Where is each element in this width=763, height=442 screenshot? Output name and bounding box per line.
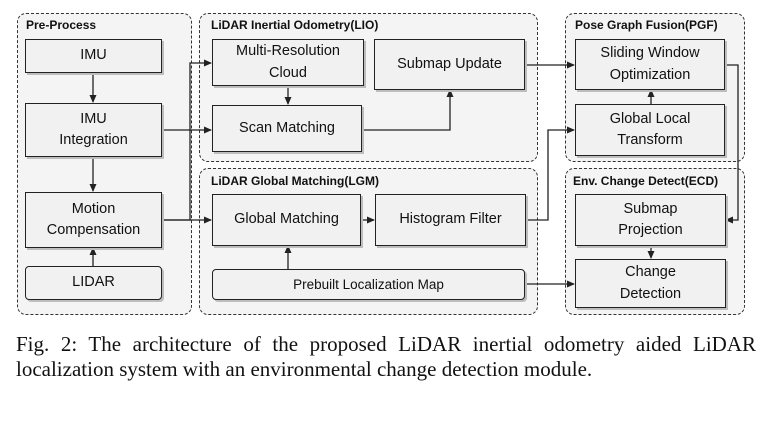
arrow-motion-to-multires: [162, 59, 212, 221]
imu-integration-node: IMU Integration: [25, 103, 162, 157]
figure-caption: Fig. 2: The architecture of the proposed…: [16, 332, 756, 381]
motion-compensation-node: Motion Compensation: [25, 192, 162, 248]
arrow-scan-to-submap: [362, 89, 454, 131]
preprocess-title: Pre-Process: [26, 18, 97, 32]
arrow-sliding-to-projection: [725, 64, 739, 224]
scan-matching-node: Scan Matching: [212, 105, 362, 152]
prebuilt-localization-map-node: Prebuilt Localization Map: [212, 269, 525, 300]
imu-node: IMU: [25, 39, 162, 73]
global-matching-node: Global Matching: [212, 194, 361, 246]
submap-update-node: Submap Update: [374, 39, 525, 90]
submap-projection-node: Submap Projection: [575, 194, 726, 246]
sliding-window-optimization-node: Sliding Window Optimization: [575, 39, 725, 90]
lgm-title: LiDAR Global Matching(LGM): [211, 174, 379, 188]
change-detection-node: Change Detection: [575, 259, 726, 308]
ecd-title: Env. Change Detect(ECD): [573, 174, 719, 188]
pgf-title: Pose Graph Fusion(PGF): [575, 18, 718, 32]
lidar-node: LIDAR: [25, 266, 162, 300]
histogram-filter-node: Histogram Filter: [375, 194, 526, 246]
arrow-histogram-to-glt: [526, 126, 575, 221]
global-local-transform-node: Global Local Transform: [575, 104, 725, 156]
lio-title: LiDAR Inertial Odometry(LIO): [211, 18, 379, 32]
multi-resolution-cloud-node: Multi-Resolution Cloud: [212, 39, 364, 86]
